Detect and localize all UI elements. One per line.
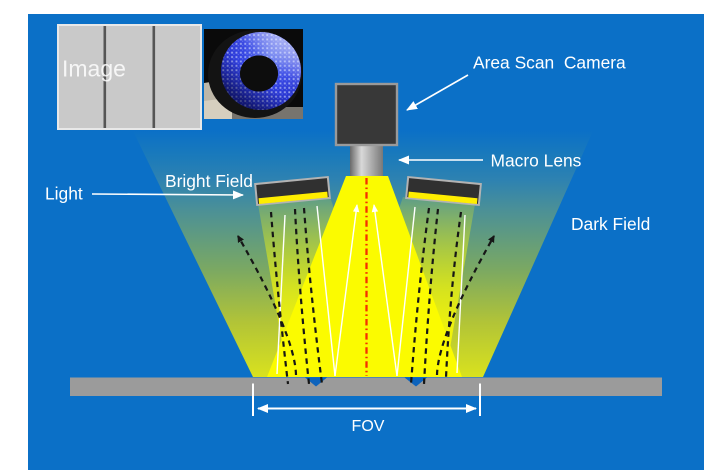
svg-text:Dark Field: Dark Field <box>571 214 650 234</box>
svg-text:Light: Light <box>45 184 83 204</box>
svg-text:Image: Image <box>62 56 126 82</box>
svg-text:Area Scan Camera: Area Scan Camera <box>473 53 626 73</box>
svg-text:Macro Lens: Macro Lens <box>491 151 582 171</box>
svg-text:Bright Field: Bright Field <box>165 171 253 191</box>
svg-text:FOV: FOV <box>352 418 385 435</box>
